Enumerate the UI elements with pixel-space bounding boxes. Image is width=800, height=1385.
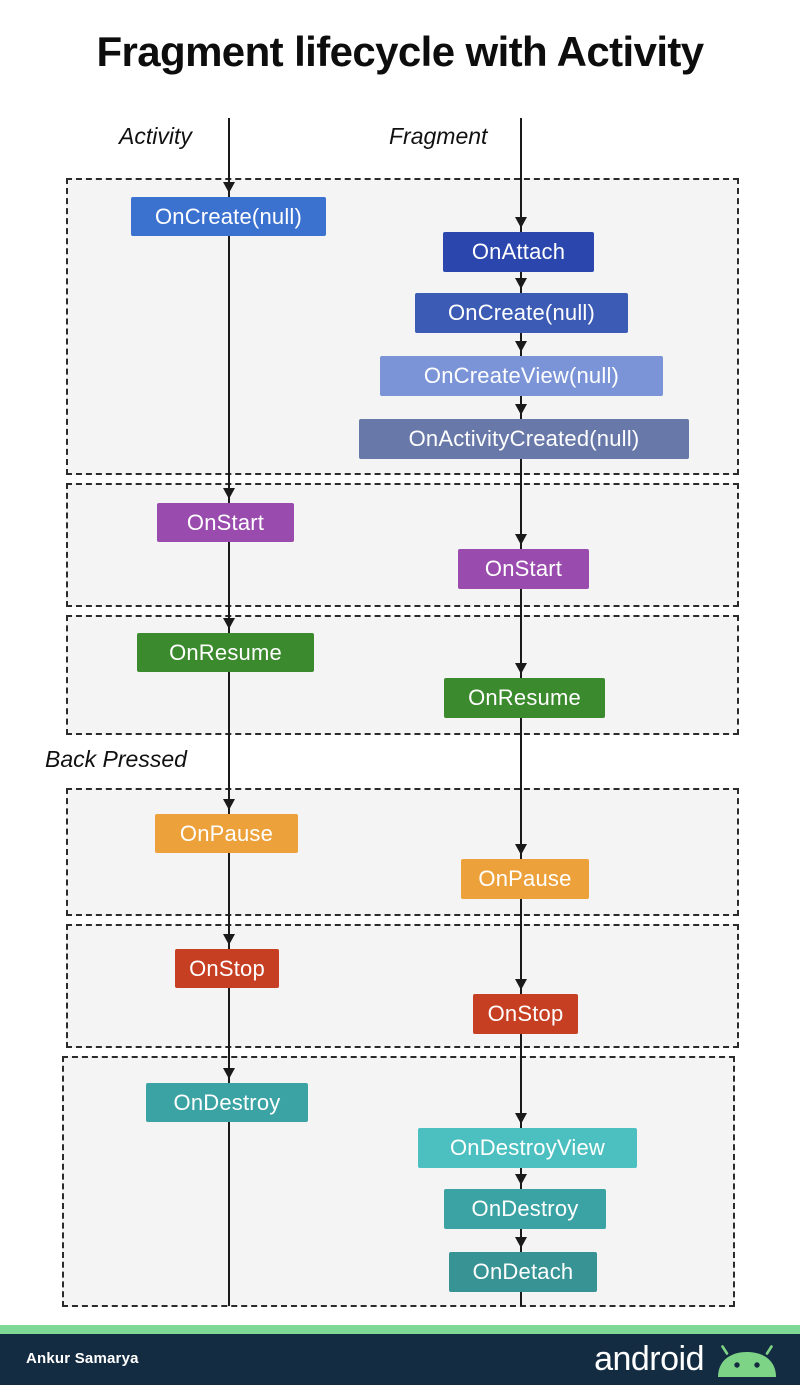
footer-author: Ankur Samarya	[26, 1350, 139, 1367]
fragment-step-onactivitycreatednull[interactable]: OnActivityCreated(null)	[359, 419, 689, 459]
page-title: Fragment lifecycle with Activity	[96, 28, 704, 75]
activity-step-onresume[interactable]: OnResume	[137, 633, 314, 672]
footer-bar	[0, 1334, 800, 1385]
fragment-step-ondestroyview[interactable]: OnDestroyView	[418, 1128, 637, 1168]
arrowhead-icon	[515, 1113, 527, 1124]
fragment-step-ondetach[interactable]: OnDetach	[449, 1252, 597, 1292]
arrowhead-icon	[223, 488, 235, 499]
phase-section-stopped	[66, 924, 739, 1048]
arrowhead-icon	[515, 844, 527, 855]
activity-step-onstart[interactable]: OnStart	[157, 503, 294, 542]
activity-step-onpause[interactable]: OnPause	[155, 814, 298, 853]
arrowhead-icon	[223, 799, 235, 810]
android-wordmark: android	[594, 1340, 704, 1378]
arrowhead-icon	[515, 1174, 527, 1185]
activity-step-ondestroy[interactable]: OnDestroy	[146, 1083, 308, 1122]
fragment-step-onresume[interactable]: OnResume	[444, 678, 605, 718]
fragment-step-oncreateviewnull[interactable]: OnCreateView(null)	[380, 356, 663, 396]
fragment-step-onstop[interactable]: OnStop	[473, 994, 578, 1034]
fragment-step-onstart[interactable]: OnStart	[458, 549, 589, 589]
fragment-step-onpause[interactable]: OnPause	[461, 859, 589, 899]
android-robot-icon	[718, 1345, 776, 1377]
activity-step-oncreatenull[interactable]: OnCreate(null)	[131, 197, 326, 236]
fragment-step-ondestroy[interactable]: OnDestroy	[444, 1189, 606, 1229]
column-label-activity: Activity	[119, 123, 192, 149]
arrowhead-icon	[515, 278, 527, 289]
footer-accent-stripe	[0, 1325, 800, 1334]
arrowhead-icon	[223, 934, 235, 945]
arrowhead-icon	[515, 1237, 527, 1248]
arrowhead-icon	[515, 663, 527, 674]
arrowhead-icon	[223, 182, 235, 193]
phase-section-started	[66, 483, 739, 607]
arrowhead-icon	[223, 1068, 235, 1079]
back-pressed-label: Back Pressed	[45, 746, 187, 772]
activity-lifeline	[228, 118, 230, 1306]
arrowhead-icon	[223, 618, 235, 629]
fragment-step-onattach[interactable]: OnAttach	[443, 232, 594, 272]
arrowhead-icon	[515, 404, 527, 415]
arrowhead-icon	[515, 341, 527, 352]
arrowhead-icon	[515, 217, 527, 228]
column-label-fragment: Fragment	[389, 123, 488, 149]
arrowhead-icon	[515, 534, 527, 545]
activity-step-onstop[interactable]: OnStop	[175, 949, 279, 988]
fragment-step-oncreatenull[interactable]: OnCreate(null)	[415, 293, 628, 333]
arrowhead-icon	[515, 979, 527, 990]
